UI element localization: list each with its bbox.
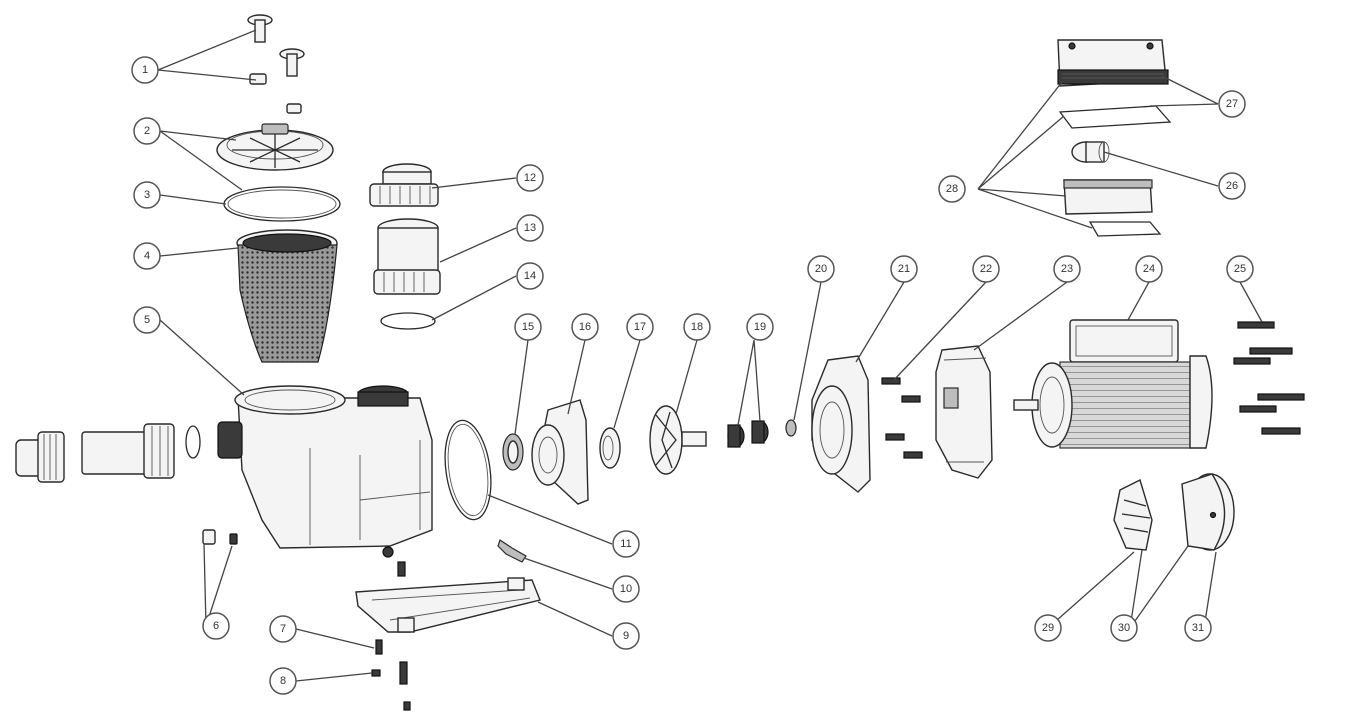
- svg-text:24: 24: [1143, 263, 1155, 275]
- svg-text:10: 10: [620, 583, 632, 595]
- callout-18: 18: [683, 313, 711, 341]
- callout-15: 15: [514, 313, 542, 341]
- svg-text:12: 12: [524, 172, 536, 184]
- callout-8: 8: [269, 667, 297, 695]
- svg-text:16: 16: [579, 321, 591, 333]
- callout-1: 1: [131, 56, 159, 84]
- part-3-lid-oring: [223, 186, 341, 222]
- callout-29: 29: [1034, 614, 1062, 642]
- callout-4: 4: [133, 242, 161, 270]
- part-27-terminal-box-lid: [1057, 39, 1169, 87]
- svg-text:14: 14: [524, 270, 536, 282]
- callout-24: 24: [1135, 255, 1163, 283]
- svg-text:18: 18: [691, 321, 703, 333]
- callout-6: 6: [202, 612, 230, 640]
- svg-text:7: 7: [280, 623, 286, 635]
- svg-text:1: 1: [142, 64, 148, 76]
- callout-7: 7: [269, 615, 297, 643]
- part-5-pump-housing: [217, 385, 433, 549]
- part-17-ring: [599, 427, 621, 469]
- svg-text:9: 9: [623, 630, 629, 642]
- part-14-union-oring: [380, 312, 436, 330]
- svg-text:3: 3: [144, 189, 150, 201]
- svg-text:19: 19: [754, 321, 766, 333]
- callout-28: 28: [938, 175, 966, 203]
- callout-9: 9: [612, 622, 640, 650]
- callout-30: 30: [1110, 614, 1138, 642]
- svg-text:29: 29: [1042, 622, 1054, 634]
- callout-22: 22: [972, 255, 1000, 283]
- part-9-base: [355, 577, 541, 633]
- callout-17: 17: [626, 313, 654, 341]
- svg-text:25: 25: [1234, 263, 1246, 275]
- svg-text:13: 13: [524, 222, 536, 234]
- callout-21: 21: [890, 255, 918, 283]
- part-15-seal: [502, 433, 524, 471]
- part-23-motor-flange: [935, 345, 993, 479]
- part-22-bolts: [881, 377, 923, 459]
- part-25-motor-bolts: [1233, 321, 1305, 435]
- part-16-diffuser: [531, 399, 589, 505]
- callout-5: 5: [133, 306, 161, 334]
- part-11-housing-oring: [444, 419, 492, 521]
- svg-text:17: 17: [634, 321, 646, 333]
- svg-text:5: 5: [144, 314, 150, 326]
- svg-text:4: 4: [144, 250, 150, 262]
- svg-text:28: 28: [946, 183, 958, 195]
- svg-text:22: 22: [980, 263, 992, 275]
- leader-lines: [157, 29, 1263, 682]
- svg-text:6: 6: [213, 620, 219, 632]
- callout-23: 23: [1053, 255, 1081, 283]
- svg-text:30: 30: [1118, 622, 1130, 634]
- svg-text:31: 31: [1192, 622, 1204, 634]
- callout-27: 27: [1218, 90, 1246, 118]
- part-29-31-fan-and-cover: [1113, 473, 1235, 551]
- part-26-cable-gland: [1071, 141, 1110, 163]
- inlet-union-fitting: [15, 423, 201, 483]
- callout-13: 13: [516, 214, 544, 242]
- part-10-clip: [497, 539, 527, 563]
- svg-text:11: 11: [620, 538, 631, 550]
- part-2-lid: [216, 123, 334, 171]
- svg-text:23: 23: [1061, 263, 1073, 275]
- svg-text:21: 21: [898, 263, 910, 275]
- part-21-seal-plate: [811, 355, 871, 493]
- svg-text:26: 26: [1226, 180, 1238, 192]
- svg-text:20: 20: [815, 263, 827, 275]
- svg-text:15: 15: [522, 321, 534, 333]
- part-28-terminal-box-gaskets: [1058, 105, 1172, 237]
- part-4-strainer-basket: [236, 229, 338, 363]
- callout-20: 20: [807, 255, 835, 283]
- part-18-impeller: [649, 405, 707, 475]
- callout-12: 12: [516, 164, 544, 192]
- callout-11: 11: [612, 530, 640, 558]
- part-19-shaft-seals: [727, 420, 769, 448]
- callout-2: 2: [133, 117, 161, 145]
- svg-text:2: 2: [144, 125, 150, 137]
- svg-text:8: 8: [280, 675, 286, 687]
- part-6-drain-plugs: [202, 529, 238, 545]
- part-13-union-tail: [373, 218, 441, 295]
- svg-text:27: 27: [1226, 98, 1238, 110]
- callout-10: 10: [612, 575, 640, 603]
- part-24-motor: [1013, 319, 1213, 449]
- callout-14: 14: [516, 262, 544, 290]
- callout-26: 26: [1218, 172, 1246, 200]
- part-20-seal-ring: [785, 419, 797, 437]
- callout-25: 25: [1226, 255, 1254, 283]
- callout-16: 16: [571, 313, 599, 341]
- part-12-union-nut: [369, 163, 439, 207]
- part-1-knobs: [247, 14, 305, 114]
- callout-19: 19: [746, 313, 774, 341]
- callout-31: 31: [1184, 614, 1212, 642]
- callout-3: 3: [133, 181, 161, 209]
